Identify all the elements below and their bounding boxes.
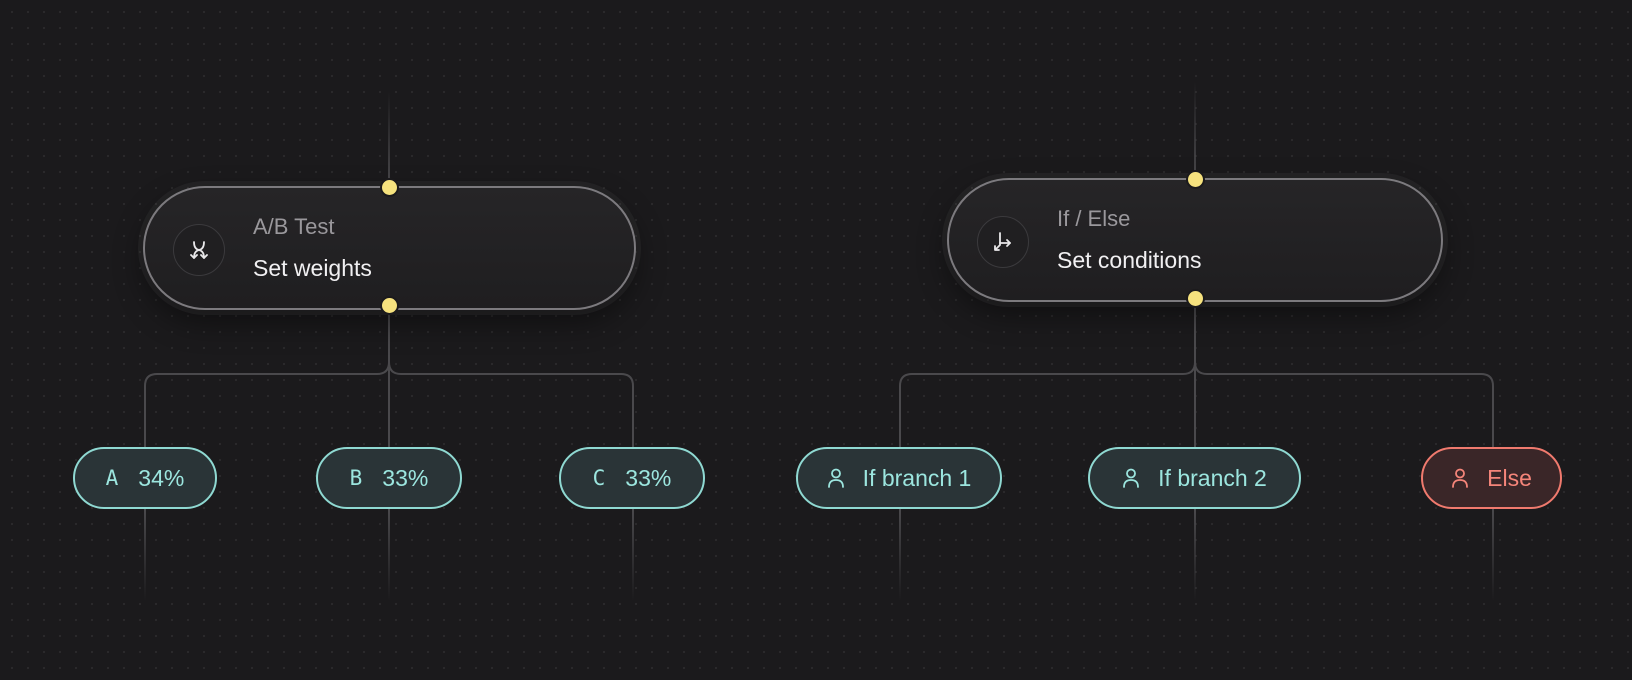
else-branch-chip[interactable]: Else — [1421, 447, 1562, 509]
if-branch-2-chip[interactable]: If branch 2 — [1088, 447, 1301, 509]
variant-weight: 33% — [382, 464, 429, 491]
ifelse-output-port[interactable] — [1188, 291, 1203, 306]
variant-letter: C — [592, 466, 606, 490]
set-conditions-link[interactable]: Set conditions — [1057, 247, 1202, 273]
variant-chip-c[interactable]: C 33% — [559, 447, 705, 509]
branch-label: If branch 2 — [1158, 464, 1267, 491]
person-icon — [1123, 468, 1140, 488]
ab-test-node[interactable]: A/B Test Set weights — [143, 186, 636, 310]
branch-label: If branch 1 — [862, 464, 972, 491]
ab-incoming-wire — [388, 92, 390, 188]
branch-arrow-icon — [977, 216, 1029, 268]
ab-input-port[interactable] — [382, 180, 397, 195]
if-branch-1-chip[interactable]: If branch 1 — [796, 447, 1002, 509]
node-type-label: If / Else — [1057, 206, 1131, 231]
node-type-label: A/B Test — [253, 214, 335, 239]
ifelse-input-port[interactable] — [1188, 172, 1203, 187]
person-icon — [827, 468, 844, 488]
ifelse-incoming-wire — [1194, 82, 1196, 180]
set-weights-link[interactable]: Set weights — [253, 255, 372, 281]
variant-chip-a[interactable]: A 34% — [73, 447, 217, 509]
if-else-node[interactable]: If / Else Set conditions — [947, 178, 1443, 302]
variant-letter: A — [105, 466, 119, 490]
variant-chip-b[interactable]: B 33% — [316, 447, 462, 509]
outgoing-wires — [144, 509, 1494, 601]
variant-weight: 34% — [138, 464, 185, 491]
split-arrows-icon — [173, 224, 225, 276]
ab-output-port[interactable] — [382, 298, 397, 313]
variant-letter: B — [349, 466, 363, 490]
branch-label: Else — [1487, 464, 1532, 491]
person-icon — [1452, 468, 1469, 488]
ifelse-branch-wires — [899, 298, 1494, 448]
variant-weight: 33% — [625, 464, 672, 491]
ab-branch-wires — [144, 305, 634, 448]
